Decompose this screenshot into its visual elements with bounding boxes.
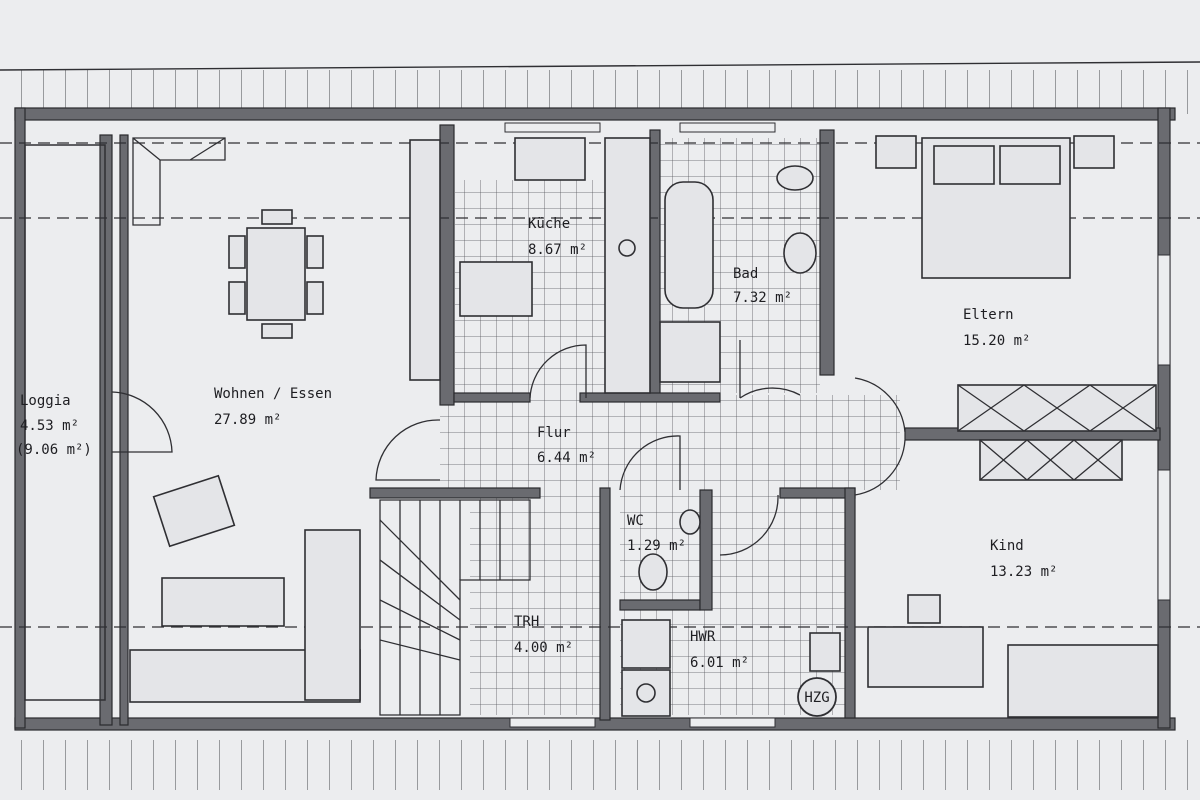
- room-label-flur: Flur 6.44 m²: [537, 425, 596, 466]
- double-bed: [875, 135, 1115, 279]
- room-label-bad: Bad 7.32 m²: [733, 266, 792, 306]
- loggia-area: [24, 144, 106, 701]
- svg-text:13.23 m²: 13.23 m²: [990, 564, 1057, 580]
- heater-label: HZG: [804, 690, 829, 706]
- door-swings: [111, 340, 906, 556]
- roof-hatch-left: [0, 70, 14, 760]
- room-label-eltern: Eltern 15.20 m²: [963, 307, 1030, 349]
- svg-text:1.29 m²: 1.29 m²: [627, 538, 686, 554]
- svg-text:8.67 m²: 8.67 m²: [528, 242, 587, 258]
- svg-text:HWR: HWR: [690, 629, 716, 645]
- interior-walls: [99, 124, 1161, 726]
- svg-text:27.89 m²: 27.89 m²: [214, 412, 281, 428]
- desk-and-bed: [867, 594, 1159, 718]
- wardrobe-eltern: [957, 384, 1157, 432]
- room-label-trh: TRH 4.00 m²: [514, 614, 573, 656]
- svg-text:Wohnen / Essen: Wohnen / Essen: [214, 386, 332, 402]
- room-label-loggia: Loggia 4.53 m² (9.06 m²): [16, 393, 92, 458]
- svg-text:Kind: Kind: [990, 538, 1024, 554]
- room-label-kind: Kind 13.23 m²: [990, 538, 1057, 580]
- svg-text:Eltern: Eltern: [963, 307, 1014, 323]
- svg-text:TRH: TRH: [514, 614, 539, 630]
- room-label-hwr: HWR 6.01 m²: [690, 629, 749, 671]
- roof-hatch-bottom: [0, 740, 1200, 790]
- wardrobe-kind: [979, 439, 1123, 481]
- roof-hatch-top: [0, 70, 1200, 114]
- svg-text:WC: WC: [627, 513, 644, 529]
- windows: [504, 122, 1171, 728]
- svg-text:Loggia: Loggia: [20, 393, 71, 409]
- laundry-machines: [621, 619, 841, 717]
- svg-text:15.20 m²: 15.20 m²: [963, 333, 1030, 349]
- sofa: [129, 529, 361, 703]
- corner-cross: [132, 137, 226, 226]
- staircase: [379, 499, 531, 716]
- armchair: [152, 474, 236, 548]
- dining-table: [228, 209, 324, 339]
- svg-text:Küche: Küche: [528, 216, 570, 232]
- room-label-kueche: Küche 8.67 m²: [528, 216, 587, 258]
- svg-text:6.01 m²: 6.01 m²: [690, 655, 749, 671]
- bathroom-fixtures: [659, 165, 817, 383]
- room-label-wohnen: Wohnen / Essen 27.89 m²: [214, 386, 332, 428]
- svg-text:Bad: Bad: [733, 266, 758, 282]
- svg-text:7.32 m²: 7.32 m²: [733, 290, 792, 306]
- svg-text:6.44 m²: 6.44 m²: [537, 450, 596, 466]
- kitchen-furniture: [459, 137, 651, 394]
- cabinet-wall: [409, 139, 441, 381]
- svg-text:4.00 m²: 4.00 m²: [514, 640, 573, 656]
- heater-symbol: [797, 677, 837, 717]
- room-label-wc: WC 1.29 m²: [627, 513, 686, 554]
- wc-fixtures: [638, 509, 701, 591]
- svg-text:Flur: Flur: [537, 425, 571, 441]
- svg-text:(9.06 m²): (9.06 m²): [16, 442, 92, 458]
- svg-text:4.53 m²: 4.53 m²: [20, 418, 79, 434]
